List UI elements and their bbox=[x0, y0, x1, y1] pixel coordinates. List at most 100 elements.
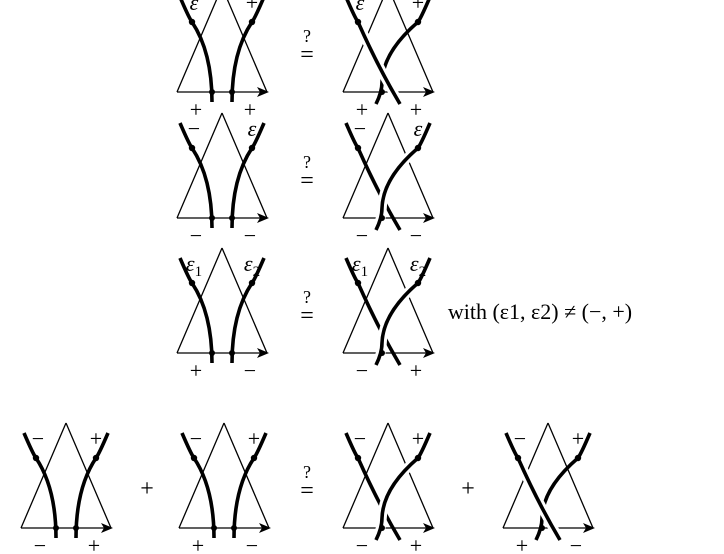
label-bottom-left: + bbox=[190, 97, 202, 122]
edge-dot-right bbox=[414, 454, 422, 462]
label-top-left: − bbox=[190, 426, 202, 451]
question-mark: ? bbox=[303, 287, 311, 307]
edge-dot-right bbox=[414, 18, 422, 26]
label-top-right: ε bbox=[414, 116, 423, 141]
label-top-right-main: + bbox=[412, 0, 424, 15]
label-bottom-left-main: + bbox=[192, 533, 204, 554]
label-bottom-left: − bbox=[34, 533, 46, 554]
base-arrow-icon bbox=[583, 523, 595, 533]
base-arrow-icon bbox=[423, 523, 435, 533]
label-top-left-main: − bbox=[32, 426, 44, 451]
base-arrow-icon bbox=[423, 348, 435, 358]
label-top-left: ε bbox=[356, 0, 365, 15]
label-bottom-right: − bbox=[244, 358, 256, 383]
triangle-left-edge bbox=[176, 0, 218, 93]
label-bottom-left: − bbox=[356, 358, 368, 383]
row-4-lhs-diagram-2: − + + − bbox=[178, 422, 271, 554]
label-top-right-main: ε bbox=[244, 251, 253, 276]
label-bottom-right-main: − bbox=[244, 358, 256, 383]
base-dot-left bbox=[209, 89, 215, 95]
base-dot-left bbox=[53, 525, 59, 531]
edge-dot-right bbox=[574, 454, 582, 462]
base-dot bbox=[379, 350, 385, 356]
label-bottom-left-main: + bbox=[190, 97, 202, 122]
right-strand bbox=[230, 0, 265, 103]
base-dot bbox=[539, 525, 545, 531]
question-mark: ? bbox=[303, 462, 311, 482]
label-bottom-right-main: + bbox=[410, 358, 422, 383]
label-bottom-left-main: − bbox=[356, 223, 368, 248]
label-top-left: − bbox=[188, 116, 200, 141]
label-top-left-main: − bbox=[354, 116, 366, 141]
label-top-right: + bbox=[572, 426, 584, 451]
row-4-lhs-diagram-1: −+−+ bbox=[20, 422, 113, 554]
label-top-right-main: + bbox=[246, 0, 258, 15]
label-top-left-main: − bbox=[354, 426, 366, 451]
triangle-right-edge bbox=[392, 0, 434, 93]
triangle-right-edge bbox=[226, 0, 268, 93]
edge-dot-left bbox=[188, 279, 196, 287]
base-arrow-icon bbox=[423, 213, 435, 223]
label-bottom-right: + bbox=[410, 533, 422, 554]
edge-dot-right bbox=[250, 454, 258, 462]
base-dot-right bbox=[229, 215, 235, 221]
label-bottom-right-main: − bbox=[410, 223, 422, 248]
label-top-right: ε bbox=[248, 116, 257, 141]
label-top-right: ε2 bbox=[244, 251, 260, 280]
label-top-left: ε bbox=[190, 0, 199, 15]
row-1-question-equals: ?= bbox=[300, 26, 314, 68]
question-mark: ? bbox=[303, 26, 311, 46]
base-dot-left bbox=[209, 350, 215, 356]
label-top-left-main: ε bbox=[190, 0, 199, 15]
label-bottom-right-main: + bbox=[88, 533, 100, 554]
label-bottom-left-main: + bbox=[516, 533, 528, 554]
label-bottom-right: − bbox=[246, 533, 258, 554]
label-bottom-right: + bbox=[244, 97, 256, 122]
label-top-left-main: ε bbox=[186, 251, 195, 276]
edge-dot-left bbox=[188, 18, 196, 26]
label-top-left: ε1 bbox=[352, 251, 368, 280]
base-dot-right bbox=[231, 525, 237, 531]
edge-dot-left bbox=[354, 279, 362, 287]
label-top-right: + bbox=[412, 426, 424, 451]
label-bottom-left-main: − bbox=[34, 533, 46, 554]
row-3-question-equals: ?= bbox=[300, 287, 314, 329]
row-1-rhs-diagram-1: ε+++ bbox=[342, 0, 435, 122]
edge-dot-right bbox=[92, 454, 100, 462]
plus-operator: + bbox=[461, 476, 475, 502]
label-top-left-main: ε bbox=[356, 0, 365, 15]
label-bottom-right: + bbox=[410, 358, 422, 383]
label-bottom-left: + bbox=[190, 358, 202, 383]
triangle-right-edge bbox=[387, 112, 434, 219]
base-arrow-icon bbox=[101, 523, 113, 533]
equals-sign: = bbox=[300, 168, 314, 194]
question-mark: ? bbox=[303, 152, 311, 172]
label-bottom-left: − bbox=[190, 223, 202, 248]
base-dot-right bbox=[73, 525, 79, 531]
label-top-left-main: ε bbox=[352, 251, 361, 276]
label-top-right: + bbox=[248, 426, 260, 451]
row-2-lhs-diagram-1: − ε − − bbox=[176, 112, 269, 248]
base-arrow-icon bbox=[257, 348, 269, 358]
row-2-question-equals: ?= bbox=[300, 152, 314, 194]
base-dot-left bbox=[209, 215, 215, 221]
left-strand bbox=[179, 0, 214, 103]
edge-dot-right bbox=[248, 144, 256, 152]
label-bottom-right: − bbox=[410, 223, 422, 248]
label-top-right-sub: 2 bbox=[419, 264, 427, 280]
edge-dot-left bbox=[354, 144, 362, 152]
label-bottom-right-main: − bbox=[244, 223, 256, 248]
row-2-rhs-diagram-1: − ε − − bbox=[342, 112, 435, 248]
label-top-left: ε1 bbox=[186, 251, 202, 280]
base-dot bbox=[379, 215, 385, 221]
triangle-right-edge bbox=[387, 247, 434, 354]
label-top-left: − bbox=[354, 116, 366, 141]
label-top-left-sub: 1 bbox=[195, 264, 203, 280]
label-top-right-main: + bbox=[572, 426, 584, 451]
label-top-left-main: − bbox=[188, 116, 200, 141]
label-bottom-left: + bbox=[192, 533, 204, 554]
label-top-left-main: − bbox=[190, 426, 202, 451]
base-dot bbox=[379, 525, 385, 531]
